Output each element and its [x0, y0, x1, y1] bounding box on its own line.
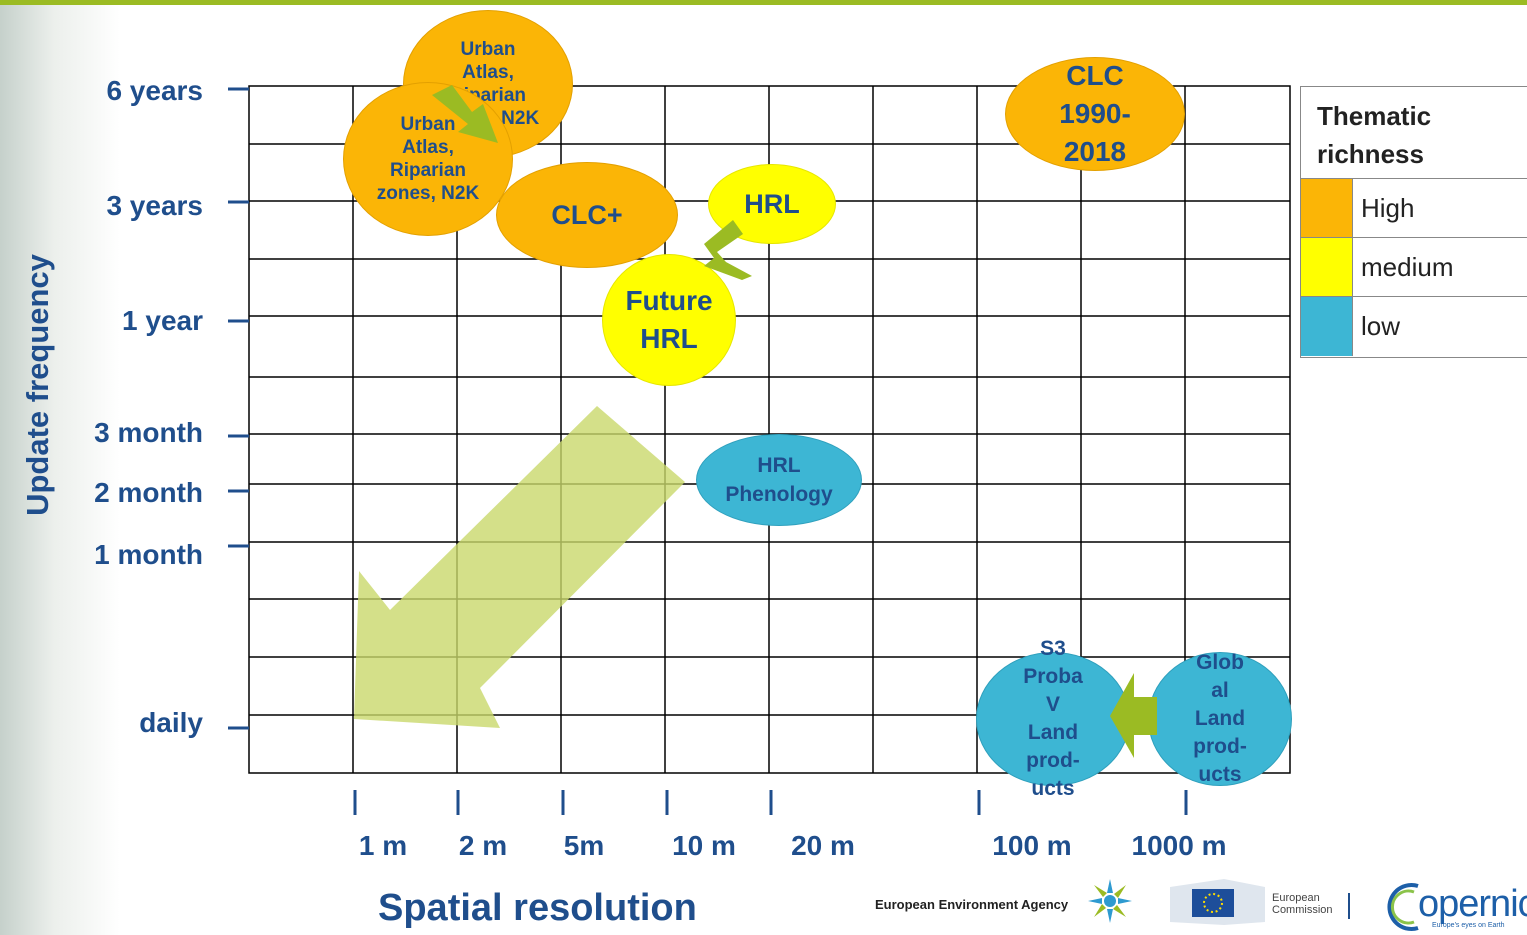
y-tick-label: daily [139, 707, 203, 738]
future-hrl-bubble: Future HRL [602, 254, 736, 386]
urban-atlas-bubble: Urban Atlas, Riparian zones, N2K [343, 82, 513, 236]
clc-plus-bubble: CLC+ [496, 162, 678, 268]
legend-item-medium: medium [1301, 237, 1527, 297]
hrl-bubble: HRL [708, 164, 836, 244]
clc-bubble: CLC 1990- 2018 [1005, 57, 1185, 171]
legend-item-high: High [1301, 178, 1527, 238]
x-tick-label: 20 m [791, 830, 855, 861]
legend-swatch [1301, 238, 1353, 297]
legend-swatch [1301, 179, 1353, 238]
legend-label: low [1361, 311, 1401, 341]
legend-swatch [1301, 297, 1353, 356]
x-tick-label: 10 m [672, 830, 736, 861]
european-commission-name: European Commission [1272, 892, 1333, 916]
x-tick-label: 1000 m [1131, 830, 1227, 861]
x-tick-label: 1 m [358, 830, 408, 861]
legend-label: High [1361, 193, 1415, 223]
legend: Thematic richness High medium low [1300, 86, 1527, 358]
legend-label: medium [1361, 252, 1454, 282]
top-accent-line [0, 0, 1527, 5]
x-axis-title: Spatial resolution [378, 887, 697, 929]
legend-item-low: low [1301, 296, 1527, 356]
y-axis-title: Update frequency [20, 254, 55, 516]
x-tick-label: 100 m [992, 830, 1072, 861]
side-photo-strip [0, 5, 120, 935]
copernicus-wordmark: opernicus [1418, 883, 1527, 925]
copernicus-tagline: Europe's eyes on Earth [1432, 922, 1505, 929]
y-tick-label: 3 month [94, 417, 203, 448]
x-tick-label: 5m [563, 830, 605, 861]
eu-flag-icon [1170, 879, 1265, 925]
divider [1348, 893, 1350, 919]
x-tick-label: 2 m [458, 830, 508, 861]
legend-title: Thematic richness [1317, 101, 1432, 169]
trend-arrow [354, 406, 685, 728]
y-tick-label: 6 years [106, 75, 203, 106]
copernicus-logo-icon [1387, 883, 1419, 931]
y-tick-label: 2 month [94, 477, 203, 508]
global-land-bubble: Glob al Land prod- ucts [1148, 651, 1292, 786]
y-tick-label: 1 month [94, 539, 203, 570]
s3-proba-v-bubble: S3 Proba V Land prod- ucts [976, 637, 1130, 800]
hrl-phenology-bubble: HRL Phenology [696, 434, 862, 526]
y-tick-label: 1 year [122, 305, 203, 336]
eea-name: European Environment Agency [875, 897, 1069, 912]
eea-logo-icon [1088, 879, 1132, 923]
y-tick-label: 3 years [106, 190, 203, 221]
